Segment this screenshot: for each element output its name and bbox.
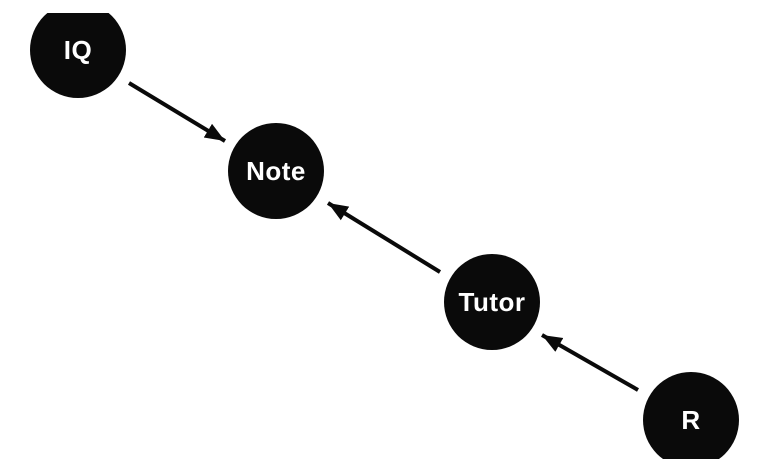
node-Note — [228, 123, 324, 219]
node-Tutor — [444, 254, 540, 350]
node-IQ — [30, 13, 126, 98]
edge-R-to-Tutor — [541, 333, 639, 392]
node-label-R: R — [681, 405, 700, 435]
edges-layer — [127, 81, 639, 392]
node-label-IQ: IQ — [64, 35, 92, 65]
nodes-layer — [30, 13, 739, 459]
edge-IQ-to-Note — [127, 81, 227, 143]
node-R — [643, 372, 739, 459]
node-label-Tutor: Tutor — [459, 287, 526, 317]
node-label-Note: Note — [246, 156, 306, 186]
edge-Tutor-to-Note — [326, 201, 442, 274]
